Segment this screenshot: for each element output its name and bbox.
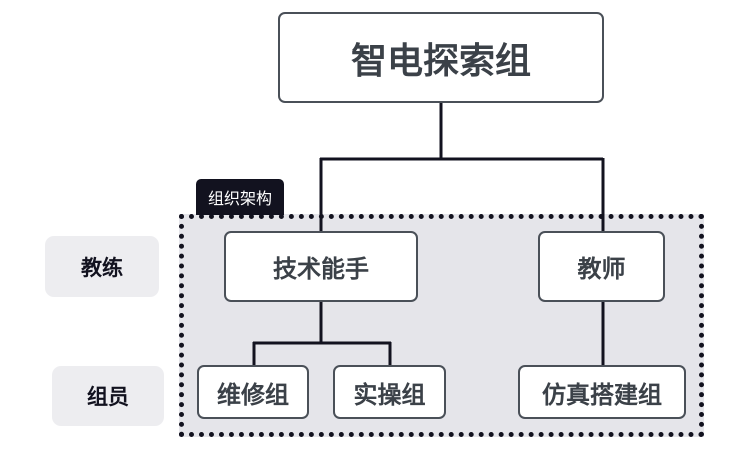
group-frame-label: 组织架构 — [196, 179, 284, 215]
row-label-member: 组员 — [52, 366, 164, 426]
node-simulation-group: 仿真搭建组 — [518, 365, 686, 419]
node-practice-group: 实操组 — [333, 365, 446, 419]
root-node: 智电探索组 — [278, 12, 604, 103]
row-label-coach: 教练 — [45, 236, 159, 297]
node-tech-expert: 技术能手 — [224, 231, 418, 302]
node-teacher: 教师 — [538, 231, 665, 302]
node-repair-group: 维修组 — [197, 365, 309, 419]
